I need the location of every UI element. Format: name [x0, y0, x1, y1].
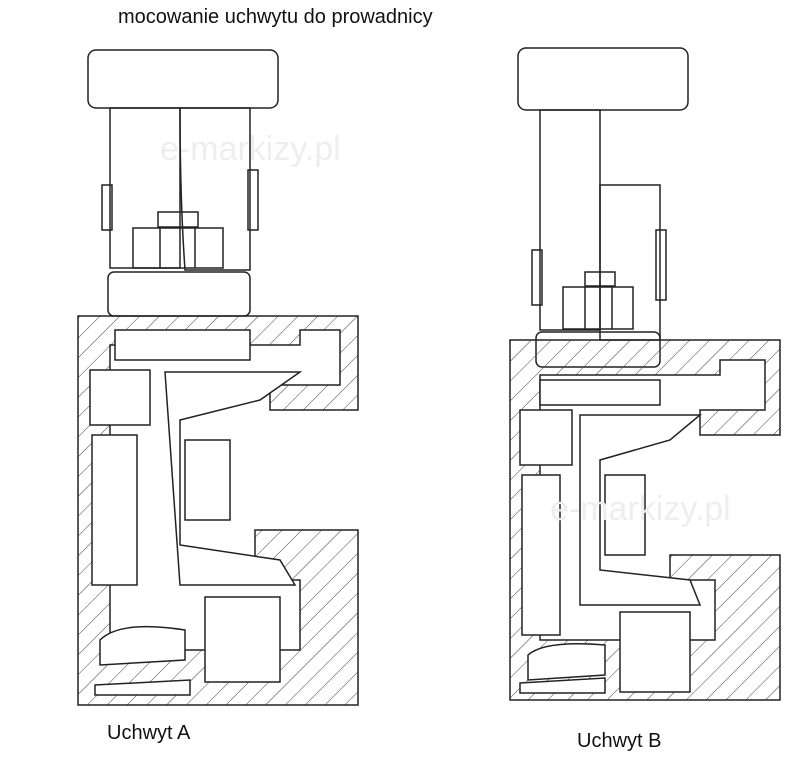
holder-a-drawing: e-markizy.pl	[77, 49, 359, 706]
caption-holder-b: Uchwyt B	[577, 730, 662, 752]
watermark-b: e-markizy.pl	[550, 490, 731, 528]
diagram-title: mocowanie uchwytu do prowadnicy	[118, 6, 433, 28]
holder-b-drawing: e-markizy.pl	[509, 47, 781, 701]
caption-holder-a: Uchwyt A	[107, 722, 191, 744]
